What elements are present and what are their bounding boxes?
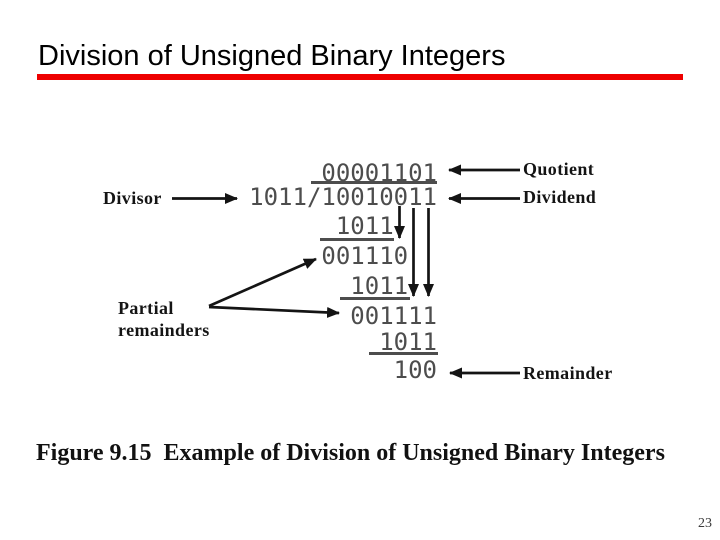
division-bar — [311, 181, 437, 184]
page-title: Division of Unsigned Binary Integers — [38, 40, 506, 72]
partial-remainder-arrow-upper — [208, 257, 317, 308]
division-step-row: 001111 — [350, 302, 437, 330]
divisor-dividend-row: 1011/10010011 — [249, 185, 437, 209]
partial-remainders-label: Partial remainders — [118, 297, 210, 341]
subtraction-underline — [369, 352, 438, 355]
division-step-row: 100 — [393, 356, 437, 384]
subtraction-underline — [320, 238, 394, 241]
partial-remainders-line2: remainders — [118, 320, 210, 340]
division-step-row: 001110 — [321, 242, 437, 270]
subtraction-underline — [340, 297, 410, 300]
division-step-row: 1011 — [350, 272, 437, 300]
quotient-label: Quotient — [523, 159, 595, 179]
partial-remainders-line1: Partial — [118, 298, 174, 318]
page-number: 23 — [698, 516, 712, 531]
figure-caption: Figure 9.15 Example of Division of Unsig… — [36, 440, 665, 466]
remainder-label: Remainder — [523, 363, 613, 383]
division-step-row: 1011 — [379, 328, 437, 356]
radical-slash: / — [306, 183, 322, 211]
dividend-value: 10010011 — [321, 183, 437, 211]
dividend-label: Dividend — [523, 187, 597, 207]
divisor-value: 1011 — [249, 183, 307, 211]
divisor-label: Divisor — [103, 188, 162, 208]
partial-remainder-arrow-lower — [208, 305, 340, 318]
title-underline — [37, 74, 683, 80]
division-step-row: 1011 — [335, 212, 437, 240]
